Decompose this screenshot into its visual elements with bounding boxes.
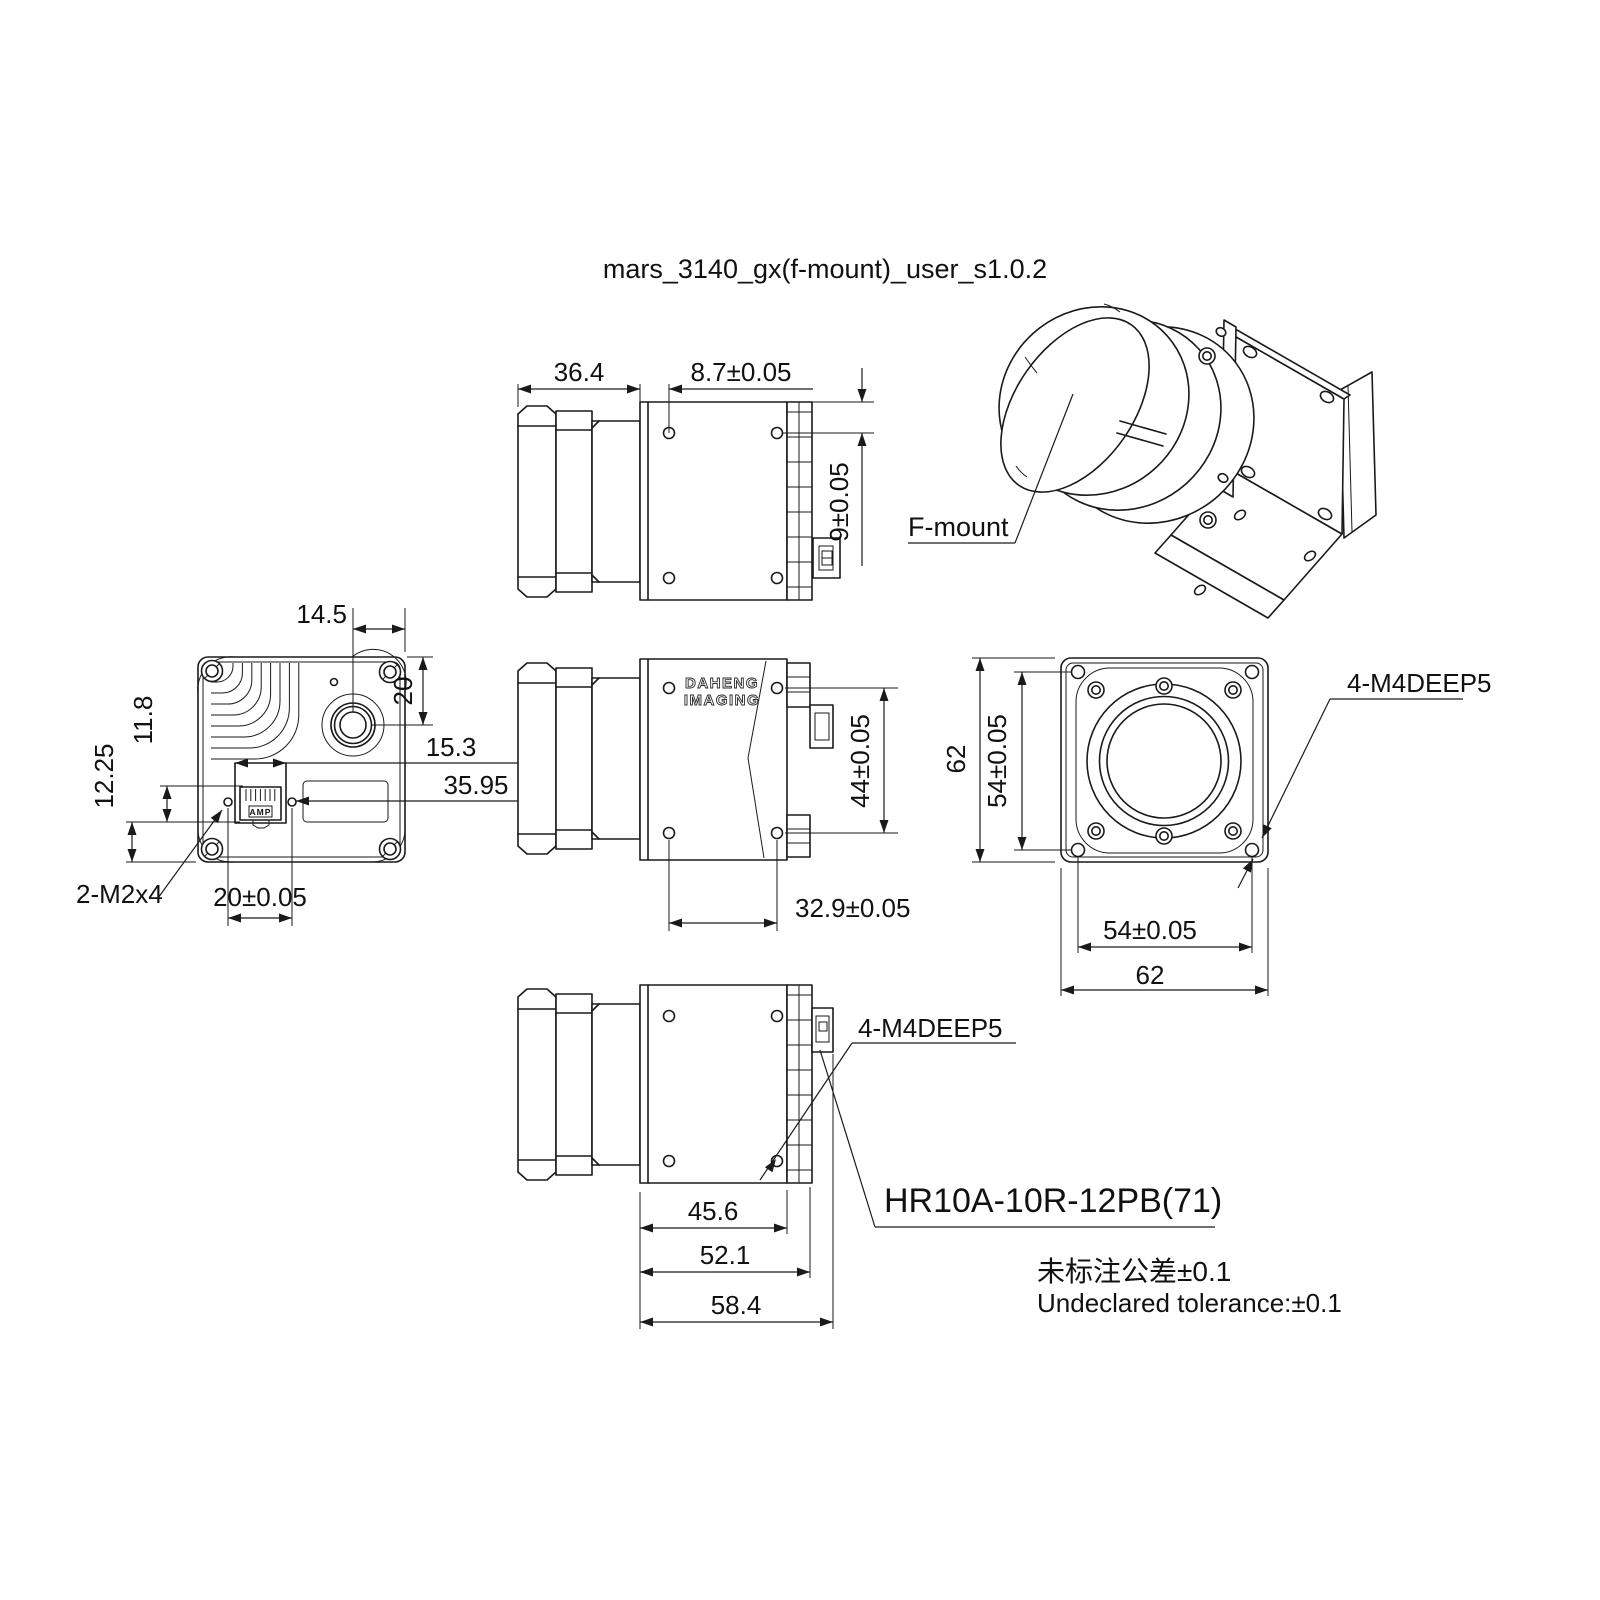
dim-height: 62 — [941, 745, 971, 774]
dim-hole-spacing-h: 32.9±0.05 — [795, 893, 910, 923]
dim-m2-spacing: 20±0.05 — [213, 882, 307, 912]
dim-hole-height: 54±0.05 — [982, 714, 1012, 808]
bottom-side-view: 4-M4DEEP5 HR10A-10R-12PB(71) 45.6 52.1 5… — [517, 984, 1222, 1329]
top-side-view: 36.4 8.7±0.05 9±0.05 — [517, 357, 874, 601]
dim-hole-spacing-v: 44±0.05 — [845, 714, 875, 808]
label-connector: HR10A-10R-12PB(71) — [884, 1182, 1222, 1220]
middle-side-view: DAHENG IMAGING 44±0.05 32.9±0.05 — [517, 658, 910, 931]
dim-m2-right: 35.95 — [443, 770, 508, 800]
label-m4-holes-front: 4-M4DEEP5 — [1347, 668, 1492, 698]
dim-hole-offset: 8.7±0.05 — [690, 357, 791, 387]
dim-total-length: 58.4 — [711, 1290, 762, 1320]
dim-hole-top: 9±0.05 — [824, 462, 854, 541]
note-tolerance-en: Undeclared tolerance:±0.1 — [1037, 1288, 1342, 1318]
dim-connector-top: 20 — [388, 677, 418, 706]
front-view: 62 54±0.05 54±0.05 62 4-M4DEEP5 — [941, 657, 1492, 996]
dim-hole-width: 54±0.05 — [1103, 915, 1197, 945]
tolerance-notes: 未标注公差±0.1 Undeclared tolerance:±0.1 — [1037, 1256, 1342, 1318]
dim-rj45-center: 11.8 — [128, 696, 158, 745]
dim-width: 62 — [1136, 960, 1165, 990]
label-m4-holes-bottom: 4-M4DEEP5 — [858, 1013, 1003, 1043]
dim-face-to-hole: 45.6 — [688, 1196, 739, 1226]
label-f-mount: F-mount — [908, 512, 1009, 542]
logo-daheng: DAHENG — [685, 675, 759, 692]
isometric-view: F-mount — [908, 303, 1377, 619]
label-m2-holes: 2-M2x4 — [76, 879, 163, 909]
dim-lens-length: 36.4 — [554, 357, 605, 387]
drawing-title: mars_3140_gx(f-mount)_user_s1.0.2 — [603, 254, 1047, 284]
dim-body-length: 52.1 — [700, 1240, 751, 1270]
logo-imaging: IMAGING — [684, 692, 760, 709]
dim-rj45-width: 15.3 — [426, 732, 477, 762]
note-tolerance-zh: 未标注公差±0.1 — [1037, 1256, 1231, 1287]
back-view: AMP 14.5 20 11.8 12.25 15 — [76, 599, 563, 926]
dim-rj45-bottom: 12.25 — [89, 743, 119, 808]
dim-connector-right: 14.5 — [296, 599, 347, 629]
rj45-brand-text: AMP — [250, 807, 272, 817]
